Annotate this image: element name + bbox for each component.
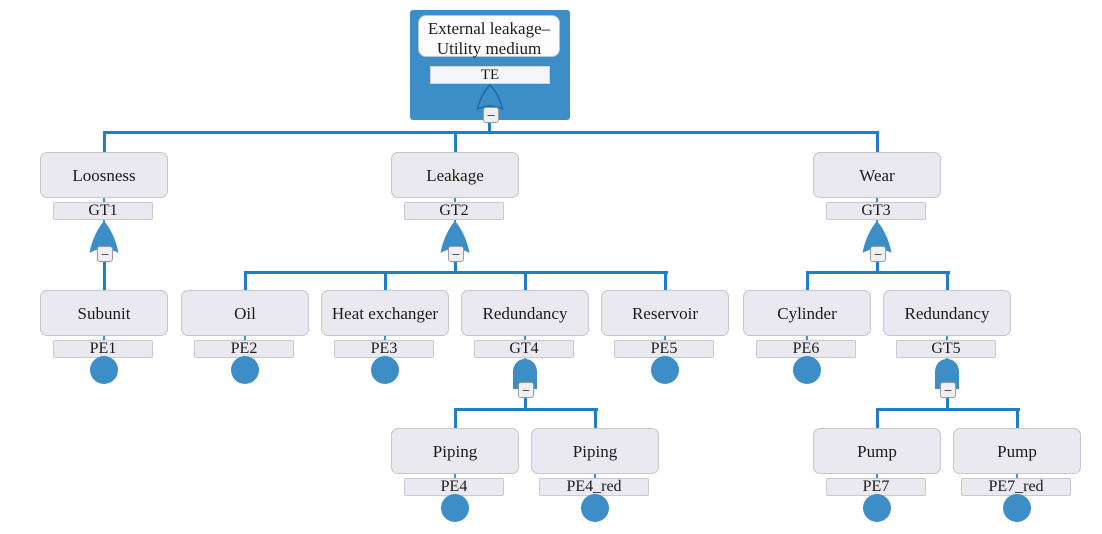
event-label: Piping	[432, 441, 478, 461]
connector-line	[453, 408, 598, 411]
collapse-minus-icon[interactable]: −	[518, 382, 534, 398]
event-label-box[interactable]: Pump	[813, 428, 941, 474]
top-event-title-line1: External leakage–	[427, 19, 551, 38]
event-ref-box[interactable]: GT4	[474, 340, 574, 358]
connector-line	[1015, 408, 1019, 430]
basic-event-circle-icon[interactable]	[90, 356, 118, 384]
basic-event-circle-icon[interactable]	[231, 356, 259, 384]
event-ref-box[interactable]: GT1	[53, 202, 153, 220]
connector-line	[875, 408, 1020, 411]
connector-line	[243, 271, 247, 292]
connector-line	[875, 131, 879, 153]
connector-line	[243, 271, 668, 274]
basic-event-circle-icon[interactable]	[581, 494, 609, 522]
top-event-ref[interactable]: TE	[430, 66, 550, 84]
connector-line	[523, 271, 527, 292]
event-label-box[interactable]: Leakage	[391, 152, 519, 198]
connector-line	[487, 116, 491, 134]
connector-line	[805, 271, 809, 292]
top-event-node[interactable]: External leakage– Utility medium TE −	[410, 10, 570, 123]
connector-line	[453, 131, 457, 153]
event-label: Pump	[997, 441, 1037, 461]
basic-event-circle-icon[interactable]	[371, 356, 399, 384]
event-label-box[interactable]: Pump	[953, 428, 1081, 474]
event-label: Reservoir	[631, 303, 699, 323]
event-label: Redundancy	[904, 303, 990, 323]
connector-line	[593, 408, 597, 430]
event-label: Pump	[857, 441, 897, 461]
connector-line	[453, 250, 457, 274]
connector-line	[102, 131, 106, 153]
event-label-box[interactable]: Wear	[813, 152, 941, 198]
event-ref-box[interactable]: GT3	[826, 202, 926, 220]
connector-line	[663, 271, 667, 292]
event-label: Wear	[859, 165, 895, 185]
collapse-minus-icon[interactable]: −	[483, 107, 499, 123]
event-label-box[interactable]: Loosness	[40, 152, 168, 198]
event-ref-box[interactable]: GT5	[896, 340, 996, 358]
event-label: Cylinder	[777, 303, 837, 323]
top-event-title-line2: Utility medium	[436, 39, 542, 58]
or-gate-icon	[476, 84, 504, 110]
event-label: Leakage	[426, 165, 484, 185]
top-event-title[interactable]: External leakage– Utility medium	[418, 15, 560, 58]
or-gate-icon[interactable]	[89, 220, 119, 254]
connector-line	[945, 271, 949, 292]
event-ref-box[interactable]: GT2	[404, 202, 504, 220]
event-label-box[interactable]: Heat exchanger	[321, 290, 449, 336]
event-label: Loosness	[72, 165, 136, 185]
or-gate-icon[interactable]	[440, 220, 470, 254]
connector-line	[945, 388, 949, 411]
collapse-minus-icon[interactable]: −	[940, 382, 956, 398]
and-gate-icon[interactable]	[512, 358, 538, 390]
basic-event-circle-icon[interactable]	[863, 494, 891, 522]
connector-line	[523, 388, 527, 411]
event-label: Redundancy	[482, 303, 568, 323]
event-ref-box[interactable]: PE2	[194, 340, 294, 358]
basic-event-circle-icon[interactable]	[1003, 494, 1031, 522]
and-gate-icon[interactable]	[934, 358, 960, 390]
event-label-box[interactable]: Piping	[531, 428, 659, 474]
event-label: Piping	[572, 441, 618, 461]
connector-line	[453, 408, 457, 430]
connector-line	[875, 408, 879, 430]
event-label: Heat exchanger	[331, 303, 439, 323]
connector-line	[805, 271, 950, 274]
event-label-box[interactable]: Reservoir	[601, 290, 729, 336]
event-label-box[interactable]: Oil	[181, 290, 309, 336]
event-label-box[interactable]: Redundancy	[883, 290, 1011, 336]
event-label-box[interactable]: Cylinder	[743, 290, 871, 336]
event-label-box[interactable]: Piping	[391, 428, 519, 474]
connector-line	[875, 250, 879, 274]
connector-line	[102, 250, 106, 292]
event-label: Subunit	[77, 303, 131, 323]
or-gate-icon[interactable]	[862, 220, 892, 254]
collapse-minus-icon[interactable]: −	[870, 246, 886, 262]
collapse-minus-icon[interactable]: −	[97, 246, 113, 262]
basic-event-circle-icon[interactable]	[651, 356, 679, 384]
basic-event-circle-icon[interactable]	[441, 494, 469, 522]
basic-event-circle-icon[interactable]	[793, 356, 821, 384]
event-label: Oil	[234, 303, 256, 323]
event-label-box[interactable]: Subunit	[40, 290, 168, 336]
event-ref-box[interactable]: PE1	[53, 340, 153, 358]
collapse-minus-icon[interactable]: −	[448, 246, 464, 262]
connector-line	[102, 131, 879, 134]
connector-line	[383, 271, 387, 292]
event-label-box[interactable]: Redundancy	[461, 290, 589, 336]
